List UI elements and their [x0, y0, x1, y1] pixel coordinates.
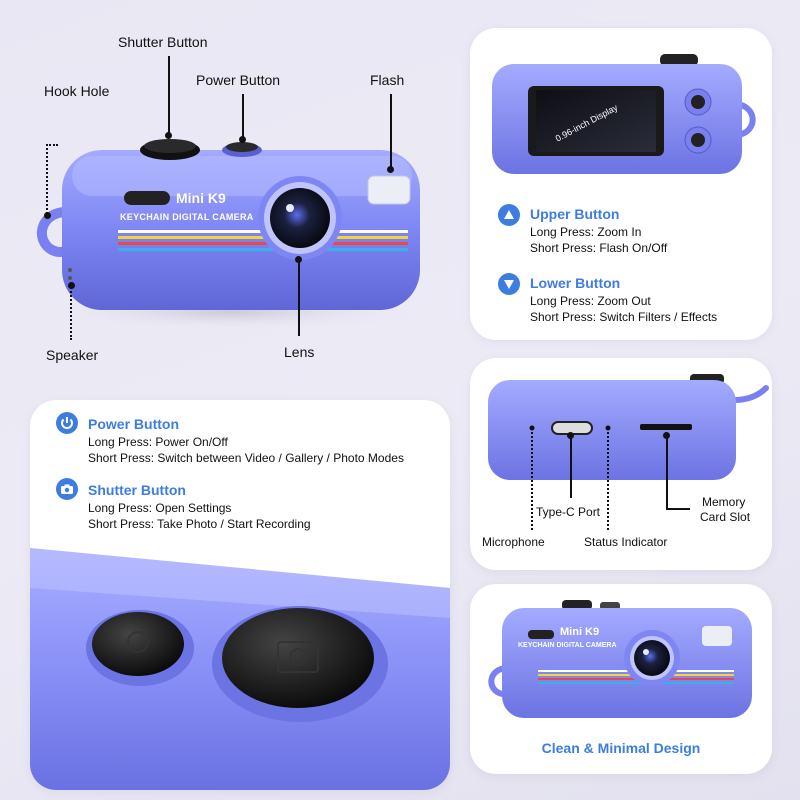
microphone-line	[531, 432, 533, 530]
callout-speaker: Speaker	[46, 347, 99, 363]
memory-slot-label-2: Card Slot	[700, 510, 751, 524]
callout-power-line	[242, 94, 244, 138]
type-c-dot	[567, 432, 574, 439]
callout-speaker-dot	[68, 282, 75, 289]
buttons-closeup-illustration	[30, 548, 450, 790]
upper-button-item: Upper Button Long Press: Zoom In Short P…	[498, 204, 768, 264]
memory-slot-dot	[663, 432, 670, 439]
status-indicator-line	[607, 432, 609, 530]
lower-button-line2: Short Press: Switch Filters / Effects	[530, 310, 718, 324]
design-panel: Mini K9 KEYCHAIN DIGITAL CAMERA Clean & …	[470, 584, 772, 774]
type-c-line	[570, 436, 572, 498]
design-caption: Clean & Minimal Design	[541, 740, 701, 756]
callout-speaker-line	[70, 284, 72, 340]
shutter-button-line1: Long Press: Open Settings	[88, 501, 232, 515]
camera-back-view	[492, 54, 756, 174]
callout-shutter-line	[168, 56, 170, 134]
power-button-item: Power Button Long Press: Power On/Off Sh…	[56, 412, 446, 472]
camera-icon	[56, 478, 78, 500]
main-camera-section: Mini K9 KEYCHAIN DIGITAL CAMERA Shutter …	[0, 0, 460, 390]
callout-lens-dot	[295, 256, 302, 263]
camera-bottom-view	[488, 374, 769, 480]
callout-shutter-button: Shutter Button	[118, 34, 208, 50]
shutter-button-item: Shutter Button Long Press: Open Settings…	[56, 478, 446, 538]
callout-hook-dot	[44, 212, 51, 219]
callout-flash-line	[390, 94, 392, 168]
upper-button-line1: Long Press: Zoom In	[530, 225, 642, 239]
type-c-label: Type-C Port	[536, 505, 601, 519]
callout-lens-line	[298, 260, 300, 336]
callout-hook-line-h	[46, 144, 58, 146]
memory-slot-line-v	[666, 436, 668, 510]
memory-slot-label-1: Memory	[702, 495, 746, 509]
lower-button-title: Lower Button	[530, 275, 621, 291]
power-button-title: Power Button	[88, 416, 179, 432]
shutter-button-title: Shutter Button	[88, 482, 186, 498]
status-indicator-label: Status Indicator	[584, 535, 668, 549]
ports-panel: Microphone Type-C Port Status Indicator …	[470, 358, 772, 570]
callout-hook-line	[46, 144, 48, 214]
power-button-line2: Short Press: Switch between Video / Gall…	[88, 451, 404, 465]
callout-lens: Lens	[284, 344, 315, 360]
shutter-button-line2: Short Press: Take Photo / Start Recordin…	[88, 517, 311, 531]
callout-shutter-dot	[165, 132, 172, 139]
memory-slot-line-h	[666, 508, 690, 510]
lower-button-item: Lower Button Long Press: Zoom Out Short …	[498, 273, 768, 333]
callout-power-button: Power Button	[196, 72, 281, 88]
power-icon	[56, 412, 78, 434]
triangle-up-icon	[498, 204, 520, 226]
callout-hook-hole: Hook Hole	[44, 83, 110, 99]
power-button-line1: Long Press: Power On/Off	[88, 435, 228, 449]
design-camera-brand: Mini K9	[560, 626, 600, 638]
camera-subtitle: KEYCHAIN DIGITAL CAMERA	[120, 212, 254, 222]
camera-front-view	[488, 600, 752, 718]
camera-brand: Mini K9	[176, 190, 226, 206]
display-panel: 0.96-inch Display Upper Button Long Pres…	[470, 28, 772, 340]
buttons-panel: Power Button Long Press: Power On/Off Sh…	[30, 400, 450, 790]
callout-flash-dot	[387, 166, 394, 173]
main-camera-illustration	[36, 139, 420, 330]
callout-flash: Flash	[370, 72, 405, 88]
microphone-label: Microphone	[482, 535, 545, 549]
design-camera-subtitle: KEYCHAIN DIGITAL CAMERA	[518, 642, 617, 649]
callout-power-dot	[239, 136, 246, 143]
triangle-down-icon	[498, 273, 520, 295]
upper-button-line2: Short Press: Flash On/Off	[530, 241, 668, 255]
lower-button-line1: Long Press: Zoom Out	[530, 294, 651, 308]
upper-button-title: Upper Button	[530, 206, 620, 222]
